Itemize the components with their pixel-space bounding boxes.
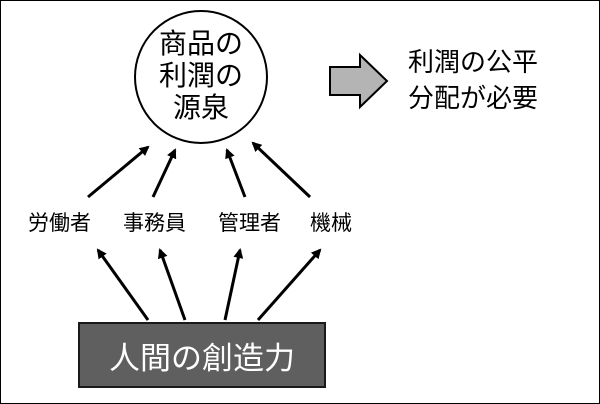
arrow-machine-to-source [251,141,312,199]
factor-clerk: 事務員 [123,211,186,235]
fair-distribution-label: 利潤の公平 分配が必要 [408,45,538,117]
arrow-base-to-manager [223,248,244,321]
arrow-laborer-to-source [87,145,150,199]
arrow-base-to-laborer [96,248,150,321]
arrow-manager-to-source [225,148,247,198]
human-creativity-label: 人間の創造力 [109,340,295,377]
factor-machine: 機械 [310,211,352,235]
arrow-base-to-clerk [157,248,187,321]
profit-source-line-2: 利潤の [158,59,243,92]
arrow-clerk-to-source [151,148,177,198]
fair-distribution-line-2: 分配が必要 [408,84,539,114]
profit-source-line-1: 商品の [158,27,243,60]
fair-distribution-line-1: 利潤の公平 [408,48,539,78]
profit-source-line-3: 源泉 [172,91,229,124]
profit-source-label: 商品の 利潤の 源泉 [135,28,267,124]
arrow-base-to-machine [256,248,322,321]
human-creativity-box: 人間の創造力 [78,322,326,388]
factor-manager: 管理者 [218,211,281,235]
big-arrow-icon [329,52,389,110]
profit-source-circle [134,10,268,144]
factor-laborer: 労働者 [28,211,91,235]
